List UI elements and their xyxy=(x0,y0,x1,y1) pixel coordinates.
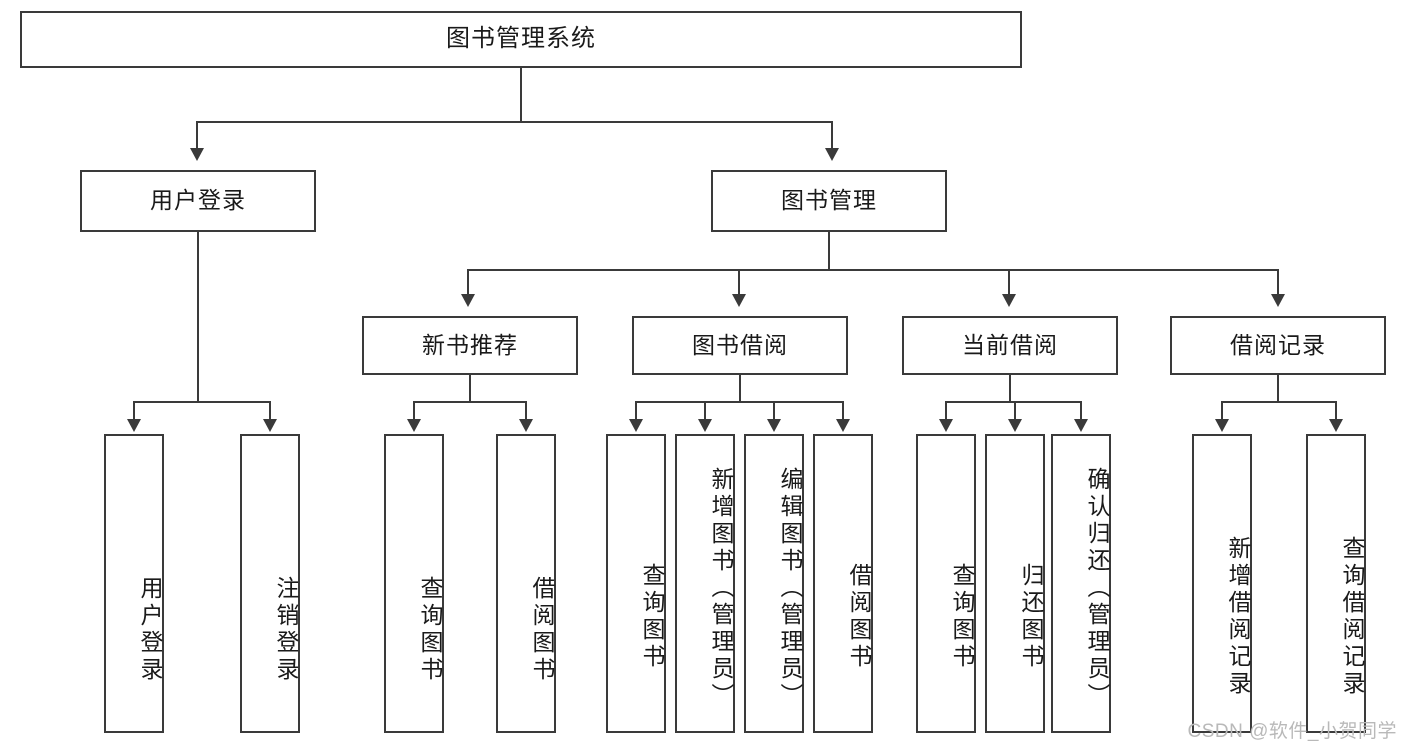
node-label: 新书推荐 xyxy=(422,331,518,358)
connector-current-to-leaf2 xyxy=(1014,401,1016,421)
leaf-borrow-record-query[interactable]: 查询借阅记录 xyxy=(1306,434,1366,733)
connector-record-bus xyxy=(1221,401,1337,403)
arrowhead-new-to-leaf2 xyxy=(519,419,533,432)
node-label: 借阅图书 xyxy=(846,562,872,671)
connector-borrow-bus xyxy=(635,401,843,403)
connector-new-stem xyxy=(469,375,471,402)
node-label: 用户登录 xyxy=(137,575,163,684)
connector-manage-to-current xyxy=(1008,269,1010,296)
connector-root-to-manage xyxy=(831,121,833,150)
arrowhead-new-to-leaf1 xyxy=(407,419,421,432)
arrowhead-current-to-leaf3 xyxy=(1074,419,1088,432)
node-label: 新增图书（管理员） xyxy=(708,467,734,710)
node-user-login[interactable]: 用户登录 xyxy=(80,170,316,232)
connector-borrow-to-leaf2 xyxy=(704,401,706,421)
node-current-borrow[interactable]: 当前借阅 xyxy=(902,316,1118,375)
node-label: 图书借阅 xyxy=(692,331,788,358)
arrowhead-root-to-login xyxy=(190,148,204,161)
connector-current-bus xyxy=(945,401,1081,403)
node-book-borrow[interactable]: 图书借阅 xyxy=(632,316,848,375)
leaf-book-borrow-edit[interactable]: 编辑图书（管理员） xyxy=(744,434,804,733)
leaf-current-borrow-confirm-return[interactable]: 确认归还（管理员） xyxy=(1051,434,1111,733)
connector-root-to-login xyxy=(196,121,198,150)
leaf-user-login-logout[interactable]: 注销登录 xyxy=(240,434,300,733)
connector-current-stem xyxy=(1009,375,1011,402)
connector-record-to-leaf1 xyxy=(1221,401,1223,421)
connector-root-stem xyxy=(520,68,522,122)
node-label: 注销登录 xyxy=(273,575,299,684)
connector-new-to-leaf1 xyxy=(413,401,415,421)
connector-record-stem xyxy=(1277,375,1279,402)
leaf-book-borrow-query[interactable]: 查询图书 xyxy=(606,434,666,733)
leaf-book-borrow-borrow[interactable]: 借阅图书 xyxy=(813,434,873,733)
leaf-current-borrow-return[interactable]: 归还图书 xyxy=(985,434,1045,733)
node-label: 查询借阅记录 xyxy=(1339,535,1365,698)
connector-root-bus xyxy=(196,121,832,123)
arrowhead-borrow-to-leaf1 xyxy=(629,419,643,432)
arrowhead-borrow-to-leaf4 xyxy=(836,419,850,432)
node-label: 借阅图书 xyxy=(529,575,555,684)
connector-manage-bus xyxy=(467,269,1278,271)
arrowhead-root-to-manage xyxy=(825,148,839,161)
node-book-management[interactable]: 图书管理 xyxy=(711,170,947,232)
arrowhead-current-to-leaf1 xyxy=(939,419,953,432)
arrowhead-manage-to-new xyxy=(461,294,475,307)
connector-borrow-stem xyxy=(739,375,741,402)
arrowhead-current-to-leaf2 xyxy=(1008,419,1022,432)
connector-login-to-leaf1 xyxy=(133,401,135,421)
connector-current-to-leaf1 xyxy=(945,401,947,421)
node-new-book-recommend[interactable]: 新书推荐 xyxy=(362,316,578,375)
connector-record-to-leaf2 xyxy=(1335,401,1337,421)
connector-new-bus xyxy=(413,401,527,403)
leaf-user-login-do-login[interactable]: 用户登录 xyxy=(104,434,164,733)
connector-new-to-leaf2 xyxy=(525,401,527,421)
node-label: 归还图书 xyxy=(1018,562,1044,671)
connector-manage-stem xyxy=(828,232,830,270)
arrowhead-borrow-to-leaf2 xyxy=(698,419,712,432)
connector-manage-to-borrow xyxy=(738,269,740,296)
connector-manage-to-record xyxy=(1277,269,1279,296)
node-label: 新增借阅记录 xyxy=(1225,535,1251,698)
connector-borrow-to-leaf3 xyxy=(773,401,775,421)
node-label: 查询图书 xyxy=(949,562,975,671)
leaf-current-borrow-query[interactable]: 查询图书 xyxy=(916,434,976,733)
node-label: 图书管理 xyxy=(781,187,877,214)
arrowhead-record-to-leaf1 xyxy=(1215,419,1229,432)
connector-login-stem xyxy=(197,232,199,402)
node-label: 查询图书 xyxy=(639,562,665,671)
leaf-new-book-borrow[interactable]: 借阅图书 xyxy=(496,434,556,733)
connector-login-to-leaf2 xyxy=(269,401,271,421)
arrowhead-borrow-to-leaf3 xyxy=(767,419,781,432)
connector-current-to-leaf3 xyxy=(1080,401,1082,421)
connector-borrow-to-leaf4 xyxy=(842,401,844,421)
node-label: 借阅记录 xyxy=(1230,331,1326,358)
connector-borrow-to-leaf1 xyxy=(635,401,637,421)
leaf-borrow-record-add[interactable]: 新增借阅记录 xyxy=(1192,434,1252,733)
arrowhead-manage-to-borrow xyxy=(732,294,746,307)
node-label: 确认归还（管理员） xyxy=(1084,467,1110,710)
arrowhead-manage-to-record xyxy=(1271,294,1285,307)
node-label: 查询图书 xyxy=(417,575,443,684)
connector-login-bus xyxy=(133,401,271,403)
node-label: 当前借阅 xyxy=(962,331,1058,358)
connector-manage-to-new xyxy=(467,269,469,296)
leaf-book-borrow-add[interactable]: 新增图书（管理员） xyxy=(675,434,735,733)
node-label: 编辑图书（管理员） xyxy=(777,467,803,710)
arrowhead-manage-to-current xyxy=(1002,294,1016,307)
node-root-system[interactable]: 图书管理系统 xyxy=(20,11,1022,68)
arrowhead-record-to-leaf2 xyxy=(1329,419,1343,432)
leaf-new-book-query[interactable]: 查询图书 xyxy=(384,434,444,733)
arrowhead-login-to-leaf2 xyxy=(263,419,277,432)
node-borrow-record[interactable]: 借阅记录 xyxy=(1170,316,1386,375)
node-label: 图书管理系统 xyxy=(446,25,596,53)
node-label: 用户登录 xyxy=(150,187,246,214)
arrowhead-login-to-leaf1 xyxy=(127,419,141,432)
